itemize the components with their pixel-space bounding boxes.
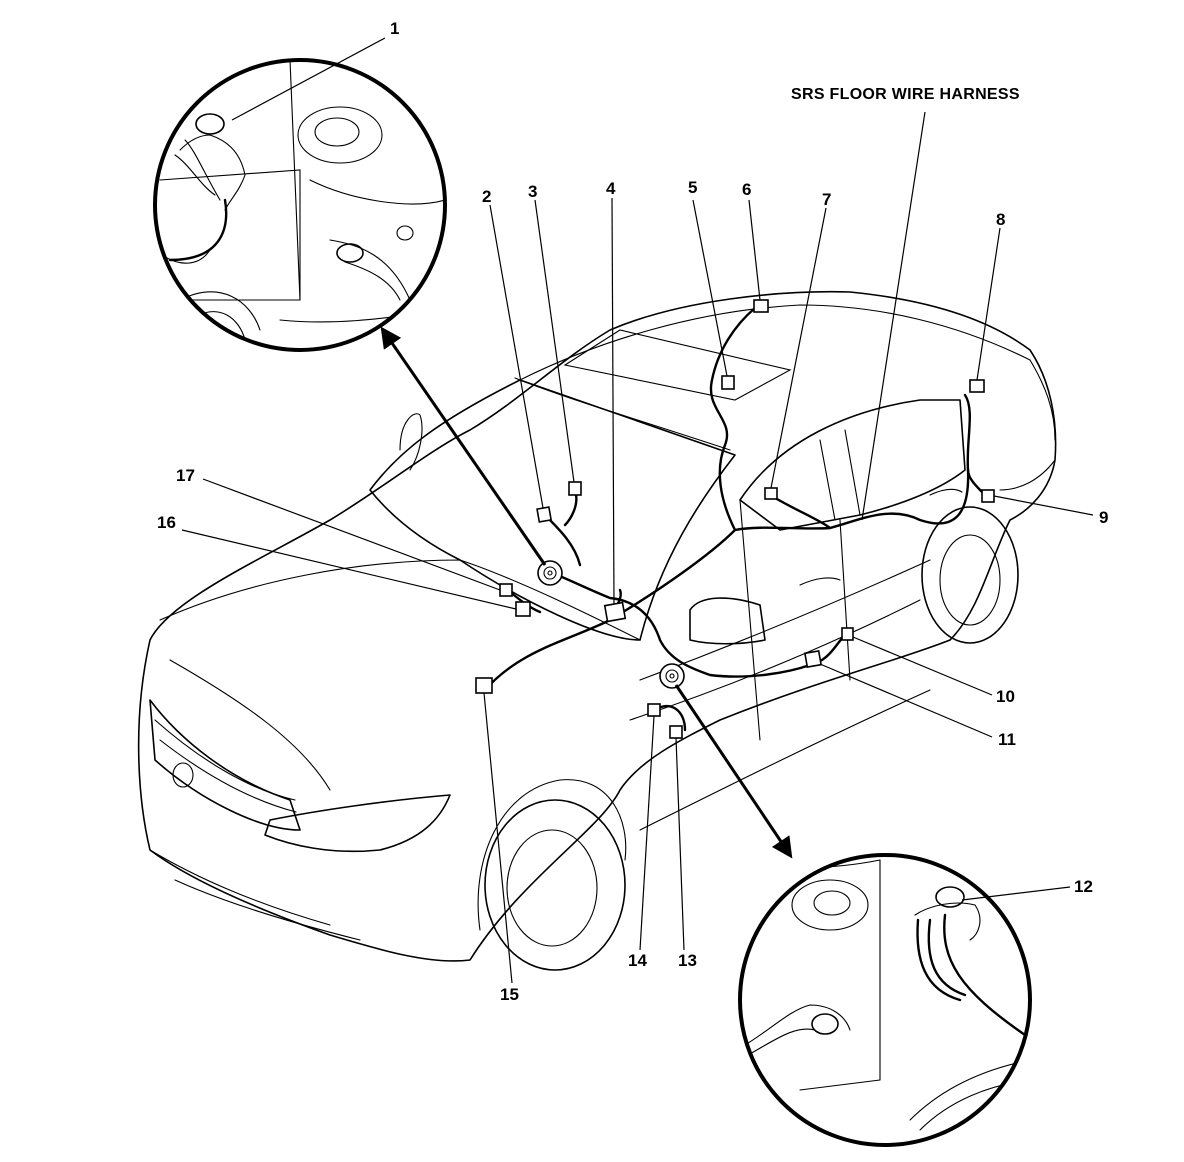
connector bbox=[841, 627, 854, 641]
detail-callout-bottom-right bbox=[738, 853, 1032, 1147]
connector bbox=[536, 506, 553, 523]
callout-5: 5 bbox=[688, 178, 697, 197]
callout-9: 9 bbox=[1099, 508, 1108, 527]
callout-16: 16 bbox=[157, 513, 176, 532]
connector bbox=[764, 487, 778, 500]
connector bbox=[647, 703, 661, 717]
callout-arrow-top bbox=[380, 326, 547, 566]
callout-1: 1 bbox=[390, 19, 399, 38]
connector bbox=[499, 583, 513, 597]
connector bbox=[669, 725, 683, 739]
callout-14: 14 bbox=[628, 951, 647, 970]
callout-13: 13 bbox=[678, 951, 697, 970]
callout-10: 10 bbox=[996, 687, 1015, 706]
callout-11: 11 bbox=[998, 730, 1016, 749]
callout-7: 7 bbox=[822, 190, 831, 209]
connector bbox=[515, 601, 531, 617]
callout-4: 4 bbox=[606, 179, 616, 198]
callout-12: 12 bbox=[1074, 877, 1093, 896]
callout-8: 8 bbox=[996, 210, 1005, 229]
harness-label: SRS FLOOR WIRE HARNESS bbox=[791, 86, 1020, 103]
connector bbox=[969, 379, 985, 393]
srs-floor-wire-harness bbox=[483, 306, 987, 732]
connector bbox=[803, 649, 823, 669]
connector bbox=[568, 481, 582, 496]
car-body bbox=[137, 290, 1057, 971]
callout-arrow-bottom bbox=[674, 684, 793, 859]
detail-callout-top-left bbox=[153, 58, 447, 352]
callout-6: 6 bbox=[742, 180, 751, 199]
connector bbox=[753, 299, 769, 313]
leader-lines bbox=[181, 37, 1094, 984]
connector bbox=[721, 375, 735, 390]
labels: SRS FLOOR WIRE HARNESS 1 2 3 4 5 6 7 8 9… bbox=[157, 19, 1108, 1004]
connector bbox=[603, 601, 627, 623]
callout-2: 2 bbox=[482, 187, 491, 206]
connector bbox=[475, 677, 493, 694]
connectors bbox=[475, 299, 995, 739]
callout-17: 17 bbox=[176, 466, 195, 485]
callout-15: 15 bbox=[500, 985, 519, 1004]
connector bbox=[981, 489, 995, 503]
callout-3: 3 bbox=[528, 182, 537, 201]
